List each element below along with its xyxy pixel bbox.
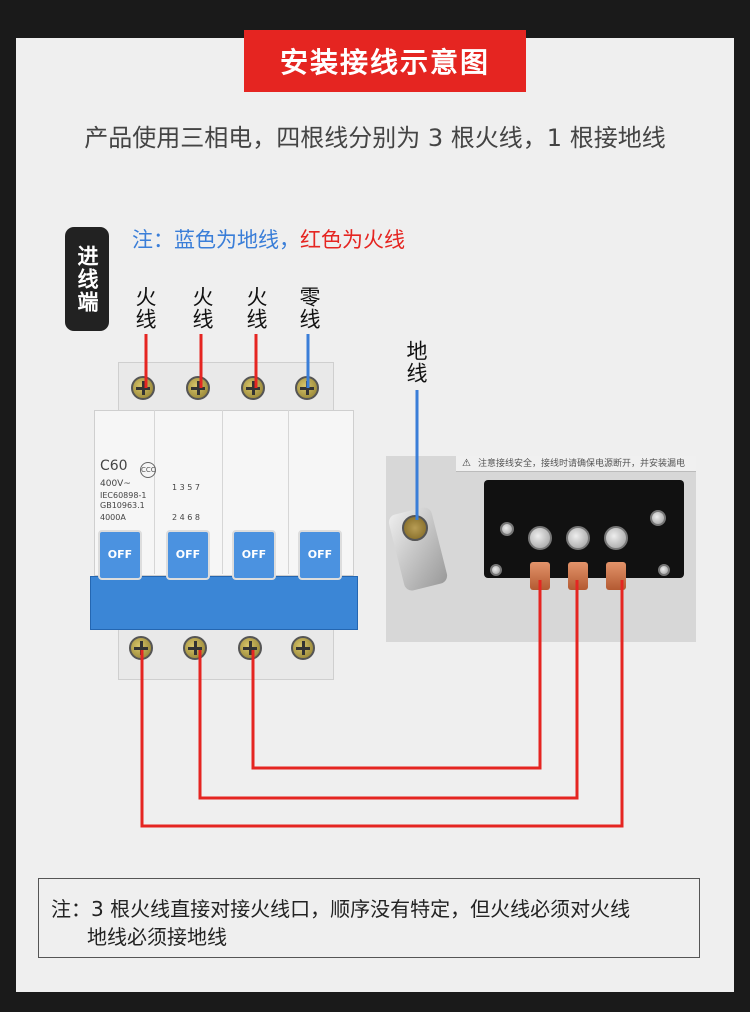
breaker-standard-1: IEC60898-1 <box>100 491 147 500</box>
wire-label-neutral: 零线 <box>297 286 321 330</box>
terminal-screw-icon <box>604 526 628 550</box>
bottom-screw-icon <box>238 636 262 660</box>
terminal-small-screw-icon <box>500 522 514 536</box>
wire-label-fire-3: 火线 <box>244 286 268 330</box>
legend-fire-text: 红色为火线 <box>300 228 405 252</box>
bottom-screw-icon <box>183 636 207 660</box>
breaker-terminal-numbers-bottom: 2 4 6 8 <box>172 513 200 522</box>
terminal-screw-icon <box>528 526 552 550</box>
breaker-pole-divider <box>288 410 289 574</box>
breaker-pole-divider <box>222 410 223 574</box>
breaker-blue-base <box>90 576 358 630</box>
terminal-screw-icon <box>566 526 590 550</box>
color-legend-note: 注：蓝色为地线，红色为火线 <box>132 224 405 254</box>
breaker-handle-3[interactable]: OFF <box>232 530 276 580</box>
breaker-rating: 4000A <box>100 513 126 522</box>
wire-label-fire-2: 火线 <box>190 286 214 330</box>
output-fire-wire-2 <box>198 580 579 800</box>
breaker-handle-1[interactable]: OFF <box>98 530 142 580</box>
breaker-handle-2[interactable]: OFF <box>166 530 210 580</box>
breaker-standard-2: GB10963.1 <box>100 501 145 510</box>
top-screw-icon <box>241 376 265 400</box>
copper-lug-icon <box>568 562 588 590</box>
output-fire-wire-1 <box>140 580 624 828</box>
bottom-note-line-1: 注：3 根火线直接对接火线口，顺序没有特定，但火线必须对火线 <box>51 897 631 921</box>
top-screw-icon <box>131 376 155 400</box>
breaker-handle-4[interactable]: OFF <box>298 530 342 580</box>
bottom-screw-icon <box>291 636 315 660</box>
photo-warning-label: 注意接线安全，接线时请确保电源断开，并安装漏电 <box>456 456 696 472</box>
terminal-small-screw-icon <box>658 564 670 576</box>
breaker-model: C60 <box>100 458 128 474</box>
terminal-small-screw-icon <box>490 564 502 576</box>
breaker-pole-divider <box>154 410 155 574</box>
breaker-terminal-numbers-top: 1 3 5 7 <box>172 483 200 492</box>
breaker-voltage: 400V~ <box>100 479 131 489</box>
certification-mark-icon: CCC <box>140 462 156 478</box>
ground-screw-icon <box>402 515 428 541</box>
wire-label-fire-1: 火线 <box>133 286 157 330</box>
input-side-tag: 进线端 <box>65 227 109 331</box>
legend-ground-text: 蓝色为地线， <box>174 228 300 252</box>
output-fire-wire-3 <box>251 580 542 770</box>
wire-label-ground: 地线 <box>404 340 428 384</box>
legend-prefix: 注： <box>132 228 174 252</box>
bottom-note-box: 注：3 根火线直接对接火线口，顺序没有特定，但火线必须对火线 地线必须接地线 <box>38 878 700 958</box>
copper-lug-icon <box>530 562 550 590</box>
top-screw-icon <box>186 376 210 400</box>
bottom-note-line-2: 地线必须接地线 <box>87 925 227 949</box>
terminal-small-screw-icon <box>650 510 666 526</box>
subtitle: 产品使用三相电，四根线分别为 3 根火线，1 根接地线 <box>84 124 666 152</box>
page-title: 安装接线示意图 <box>244 30 526 92</box>
